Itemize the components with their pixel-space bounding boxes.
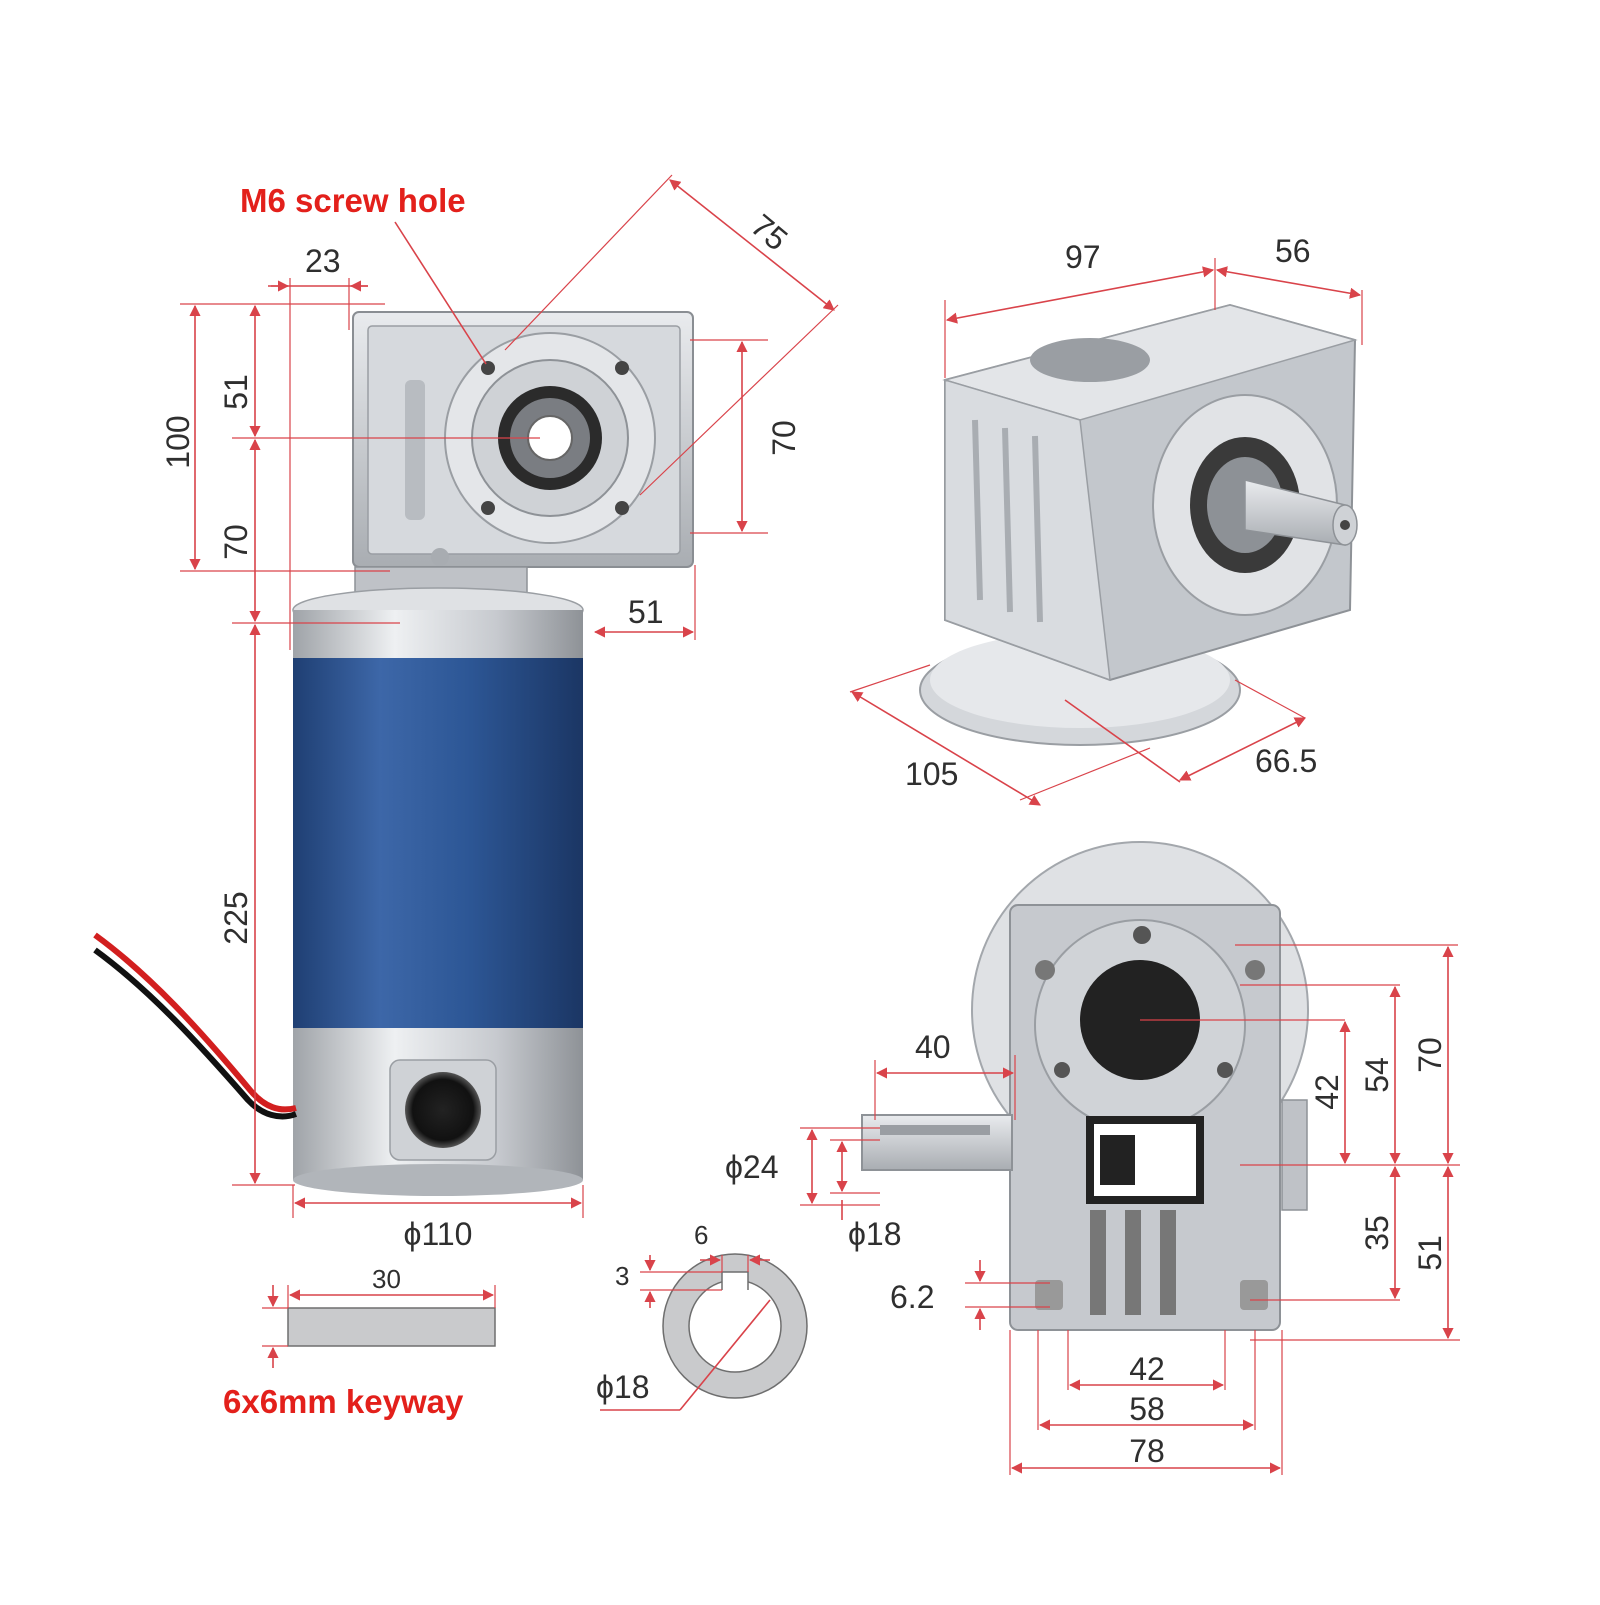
dim-51-side: 51 (1412, 1235, 1448, 1271)
dim-6-2: 6.2 (890, 1279, 934, 1315)
dim-phi18-side: ϕ18 (848, 1216, 902, 1252)
dim-42-horizontal: 42 (1129, 1351, 1165, 1387)
dim-phi18-keyway: ϕ18 (596, 1369, 650, 1405)
dim-70-side: 70 (1412, 1037, 1448, 1073)
dim-70-right: 70 (766, 420, 802, 456)
dim-54: 54 (1359, 1057, 1395, 1093)
dim-100: 100 (160, 415, 196, 468)
dim-51-top: 51 (218, 374, 254, 410)
key-bar (287, 1307, 496, 1347)
dim-70-left: 70 (218, 524, 254, 560)
dim-58: 58 (1129, 1391, 1165, 1427)
motor-front-view (93, 311, 694, 1196)
keyway-label: 6x6mm keyway (223, 1383, 464, 1420)
dim-35: 35 (1359, 1215, 1395, 1251)
dim-phi110: ϕ110 (404, 1216, 473, 1252)
dimension-lines (180, 174, 1460, 1475)
keyway-detail (287, 1253, 808, 1399)
dim-40: 40 (915, 1029, 951, 1065)
red-wire (93, 932, 297, 1113)
motor-top-cap (293, 610, 583, 660)
m6-screw-hole-label: M6 screw hole (240, 182, 466, 219)
dim-66-5: 66.5 (1255, 743, 1317, 779)
dim-phi24: ϕ24 (725, 1149, 779, 1185)
dim-42-vertical: 42 (1309, 1074, 1345, 1110)
dim-97: 97 (1065, 239, 1101, 275)
side-output-shaft (861, 1114, 1013, 1171)
dim-105: 105 (905, 756, 958, 792)
dim-56: 56 (1275, 233, 1311, 269)
dim-75: 75 (744, 207, 794, 257)
dim-51-right: 51 (628, 594, 664, 630)
dim-225: 225 (218, 891, 254, 944)
gearbox-perspective-view (919, 303, 1358, 746)
dim-30: 30 (372, 1264, 401, 1294)
dim-23: 23 (305, 243, 341, 279)
motor-body (293, 658, 583, 1030)
dim-6: 6 (694, 1220, 708, 1250)
gearbox-side-view (861, 841, 1309, 1331)
black-wire (93, 947, 298, 1120)
cable-gland (405, 1072, 481, 1148)
dim-3: 3 (615, 1261, 629, 1291)
dim-78: 78 (1129, 1433, 1165, 1469)
m6-screw-hole-icon (481, 361, 495, 375)
